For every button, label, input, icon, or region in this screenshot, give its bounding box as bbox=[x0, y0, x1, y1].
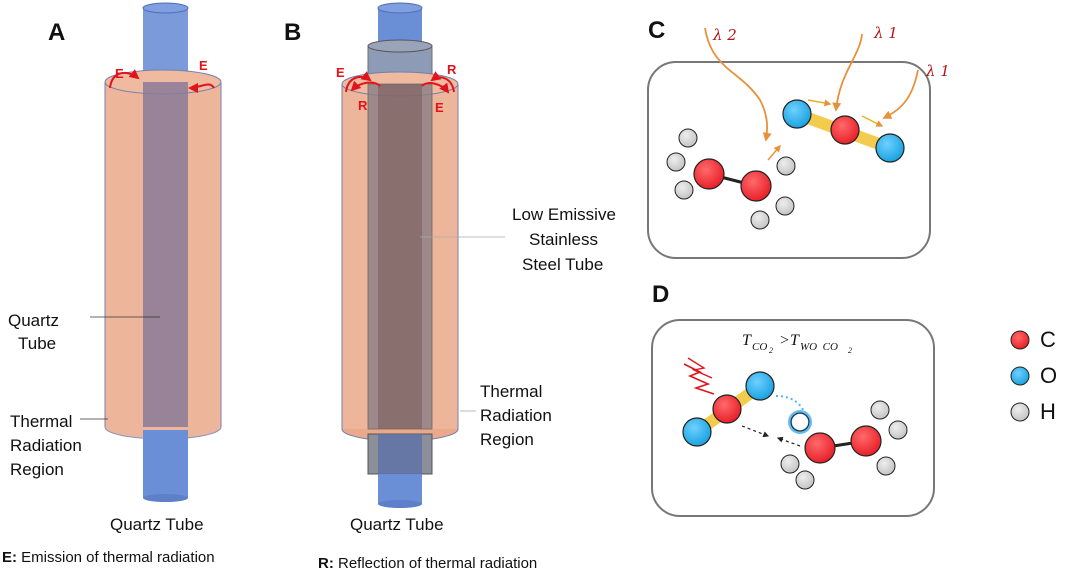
footnote-emission-key: E: bbox=[2, 549, 17, 566]
quartz-tube-a-cap bbox=[142, 2, 189, 14]
quartz-tube-b-inside bbox=[378, 84, 422, 429]
emission-arrow-right-a bbox=[188, 82, 215, 93]
footnote-emission-text: Emission of thermal radiation bbox=[17, 549, 215, 566]
panel-c: C λ 2 λ 1 λ 1 bbox=[647, 17, 950, 259]
region-label-a-2: Radiation bbox=[10, 436, 82, 455]
legend-carbon-label: C bbox=[1040, 327, 1056, 352]
region-label-b-1: Thermal bbox=[480, 382, 542, 401]
ethane-molecule-d bbox=[780, 400, 908, 490]
emission-label-a-right: E bbox=[199, 58, 208, 73]
eq-sub1: CO bbox=[752, 341, 767, 353]
eq-t2: T bbox=[790, 332, 800, 349]
quartz-tube-b-bottom-label: Quartz Tube bbox=[350, 515, 444, 534]
lambda2-arrow bbox=[704, 27, 772, 142]
reflection-arrow-left-b bbox=[350, 80, 381, 92]
panel-a: A E E Quartz Tube Thermal Radiation Regi… bbox=[8, 2, 222, 534]
co2-molecule-c bbox=[782, 99, 905, 163]
eq-operator: > bbox=[779, 332, 790, 349]
panel-c-letter: C bbox=[648, 17, 665, 44]
atom-legend: C O H bbox=[1010, 327, 1057, 424]
emission-arrow-right-b bbox=[421, 82, 450, 94]
emission-label-b-right: E bbox=[435, 100, 444, 115]
quartz-tube-b-bottom bbox=[378, 474, 422, 504]
eq-sub2: WO CO bbox=[800, 341, 838, 353]
footnotes: E: Emission of thermal radiation R: Refl… bbox=[2, 549, 537, 570]
steel-label-b-2: Stainless bbox=[529, 230, 598, 249]
emission-arrow-left-a bbox=[109, 69, 140, 89]
region-label-b-3: Region bbox=[480, 430, 534, 449]
lambda2-label: λ 2 bbox=[712, 26, 737, 44]
legend-hydrogen-swatch bbox=[1010, 402, 1030, 422]
quartz-label-a-1: Quartz bbox=[8, 311, 59, 330]
region-label-a-1: Thermal bbox=[10, 412, 72, 431]
lambda1-arrow-left bbox=[832, 33, 863, 112]
temperature-equation: T CO 2 > T WO CO 2 bbox=[742, 332, 852, 355]
reflection-label-b-right: R bbox=[447, 62, 457, 77]
eq-sub1-num: 2 bbox=[769, 346, 773, 355]
footnote-reflection-key: R: bbox=[318, 555, 334, 570]
quartz-label-a-2: Tube bbox=[18, 334, 56, 353]
footnote-emission: E: Emission of thermal radiation bbox=[2, 549, 215, 566]
panel-a-letter: A bbox=[48, 19, 65, 46]
steel-label-b-1: Low Emissive bbox=[512, 205, 616, 224]
emission-arrow-left-b bbox=[345, 71, 372, 93]
co2-molecule-d bbox=[682, 357, 812, 447]
reflection-arrow-right-b bbox=[430, 71, 455, 93]
reflection-label-b-left: R bbox=[358, 98, 368, 113]
eq-sub2-num: 2 bbox=[848, 346, 852, 355]
footnote-reflection-text: Reflection of thermal radiation bbox=[334, 555, 537, 570]
quartz-tube-a-bottom bbox=[143, 430, 188, 498]
region-label-a-3: Region bbox=[10, 460, 64, 479]
lambda1-label-right: λ 1 bbox=[925, 62, 950, 80]
region-label-b-2: Radiation bbox=[480, 406, 552, 425]
quartz-tube-a-bottom-label: Quartz Tube bbox=[110, 515, 204, 534]
legend-oxygen-swatch bbox=[1010, 366, 1030, 386]
eq-t1: T bbox=[742, 332, 752, 349]
lambda1-label-top: λ 1 bbox=[873, 24, 898, 42]
emission-label-a-left: E bbox=[115, 66, 124, 81]
lambda1-arrow-right bbox=[882, 69, 919, 119]
steel-label-b-3: Steel Tube bbox=[522, 255, 603, 274]
quartz-tube-a-inside bbox=[143, 82, 188, 427]
panel-d: D T CO 2 > T WO CO 2 bbox=[651, 281, 935, 517]
ethane-molecule-c bbox=[666, 128, 796, 230]
legend-hydrogen-label: H bbox=[1040, 399, 1056, 424]
emission-label-b-left: E bbox=[336, 65, 345, 80]
panel-b: B E R R E Low Emissive Stainless bbox=[284, 2, 616, 534]
footnote-reflection: R: Reflection of thermal radiation bbox=[318, 555, 537, 570]
panel-b-letter: B bbox=[284, 19, 301, 46]
legend-oxygen-label: O bbox=[1040, 363, 1057, 388]
panel-d-letter: D bbox=[652, 281, 669, 308]
legend-carbon-swatch bbox=[1010, 330, 1030, 350]
